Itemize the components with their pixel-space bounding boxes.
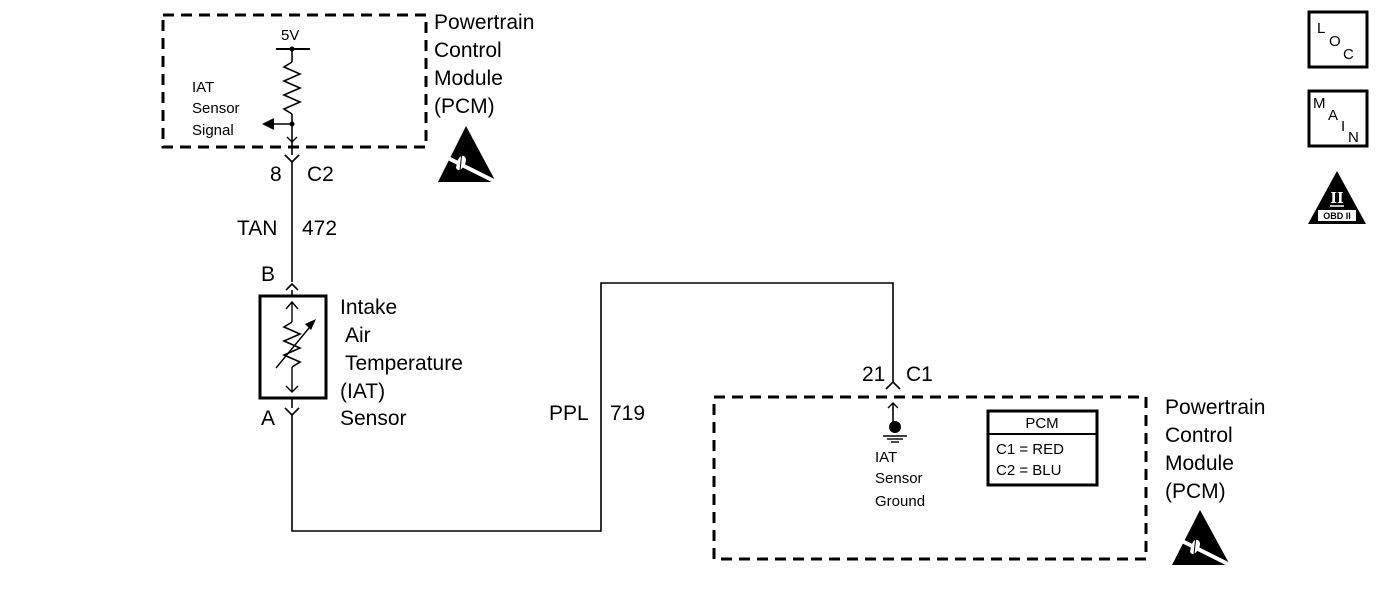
wire-tan-color: TAN: [237, 217, 277, 240]
sensor-name-3: Temperature: [345, 352, 463, 375]
signal-label-2: Sensor: [192, 100, 240, 117]
loc-button-frame[interactable]: [1307, 10, 1369, 69]
wire-ppl-color: PPL: [549, 402, 589, 425]
main-letter-i: I: [1341, 118, 1345, 135]
pcm-bottom-title-1: Powertrain: [1165, 396, 1265, 419]
sensor-arrow-top-head: [285, 300, 299, 310]
pcm-bottom-connector: C1: [906, 363, 933, 386]
signal-chevron-icon: [286, 136, 298, 143]
connector-c2-terminal-icon: [284, 154, 300, 164]
signal-label-1: IAT: [192, 79, 214, 96]
ground-label-2: Sensor: [875, 470, 923, 487]
connector-c1-terminal-icon: [885, 380, 901, 390]
ground-node: [889, 421, 901, 433]
sensor-pin-b: B: [261, 263, 275, 286]
ground-label-3: Ground: [875, 493, 925, 510]
obd-ii-icon[interactable]: II OBD II: [1308, 171, 1366, 224]
sensor-pin-b-terminal-icon: [285, 282, 299, 291]
main-letter-m: M: [1313, 95, 1326, 112]
pcm-top-connector: C2: [307, 163, 334, 186]
supply-voltage-label: 5V: [281, 27, 299, 44]
wire-tan-472: TAN 472: [237, 162, 337, 282]
pcm-top-title-2: Control: [434, 39, 502, 62]
sensor-name-1: Intake: [340, 296, 397, 319]
pcm-bottom-title-4: (PCM): [1165, 480, 1226, 503]
sensor-name-2: Air: [345, 324, 371, 347]
pcm-bottom-title-3: Module: [1165, 452, 1234, 475]
sensor-name-4: (IAT): [340, 380, 385, 403]
loc-letter-o: O: [1329, 33, 1341, 50]
signal-arrow-icon: [262, 118, 274, 130]
pcm-bottom-pin-number: 21: [862, 363, 885, 386]
thermistor-variable-line: [275, 321, 315, 369]
esd-sensitive-icon: [1172, 510, 1233, 568]
wire-ppl-circuit: 719: [610, 402, 645, 425]
pcm-top-pin-number: 8: [270, 163, 282, 186]
main-letter-a: A: [1328, 107, 1338, 124]
main-button[interactable]: M A I N: [1307, 89, 1369, 148]
thermistor-symbol: [282, 321, 302, 368]
sensor-arrow-bottom-head: [285, 385, 299, 393]
main-button-frame[interactable]: [1307, 89, 1369, 148]
obd-label: OBD II: [1323, 211, 1351, 221]
pcm-top-title-1: Powertrain: [434, 11, 534, 34]
pcm-top-module: Powertrain Control Module (PCM) 5V IAT S…: [161, 11, 534, 186]
obd-numeral: II: [1330, 188, 1344, 207]
pcm-top-boundary: [161, 13, 428, 149]
obd-label-plate: [1318, 210, 1356, 221]
wire-tan-circuit: 472: [302, 217, 337, 240]
sensor-pin-a-terminal-icon: [284, 407, 300, 417]
main-letter-n: N: [1348, 129, 1359, 146]
pcm-bottom-module: 21 C1 IAT Sensor Ground PCM C1 = RED C2 …: [712, 363, 1265, 568]
pcm-connector-legend: PCM C1 = RED C2 = BLU: [986, 409, 1099, 487]
legend-header: PCM: [1025, 415, 1058, 432]
iat-sensor: B A Intake Air Temperature (IAT) Sensor: [258, 263, 463, 430]
pcm-top-title-3: Module: [434, 67, 503, 90]
legend-row-1: C1 = RED: [996, 441, 1064, 458]
pcm-bottom-boundary: [712, 395, 1148, 561]
loc-letter-c: C: [1343, 46, 1354, 63]
esd-sensitive-icon: [438, 126, 499, 185]
signal-label-3: Signal: [192, 122, 234, 139]
ground-label-1: IAT: [875, 449, 897, 466]
legend-row-2: C2 = BLU: [996, 462, 1061, 479]
loc-letter-l: L: [1317, 20, 1325, 37]
legend-frame: [986, 409, 1099, 487]
pcm-bottom-title-2: Control: [1165, 424, 1233, 447]
ground-icon: [883, 435, 907, 443]
pullup-resistor-symbol: [282, 61, 302, 115]
pcm-top-title-4: (PCM): [434, 95, 495, 118]
sensor-pin-a: A: [261, 407, 275, 430]
loc-button[interactable]: L O C: [1307, 10, 1369, 69]
thermistor-variable-arrow: [305, 319, 316, 330]
wire-ppl-719: PPL 719: [291, 282, 894, 532]
wire-ppl-line: [291, 282, 894, 532]
sensor-body: [258, 294, 328, 400]
sensor-name-5: Sensor: [340, 407, 407, 430]
